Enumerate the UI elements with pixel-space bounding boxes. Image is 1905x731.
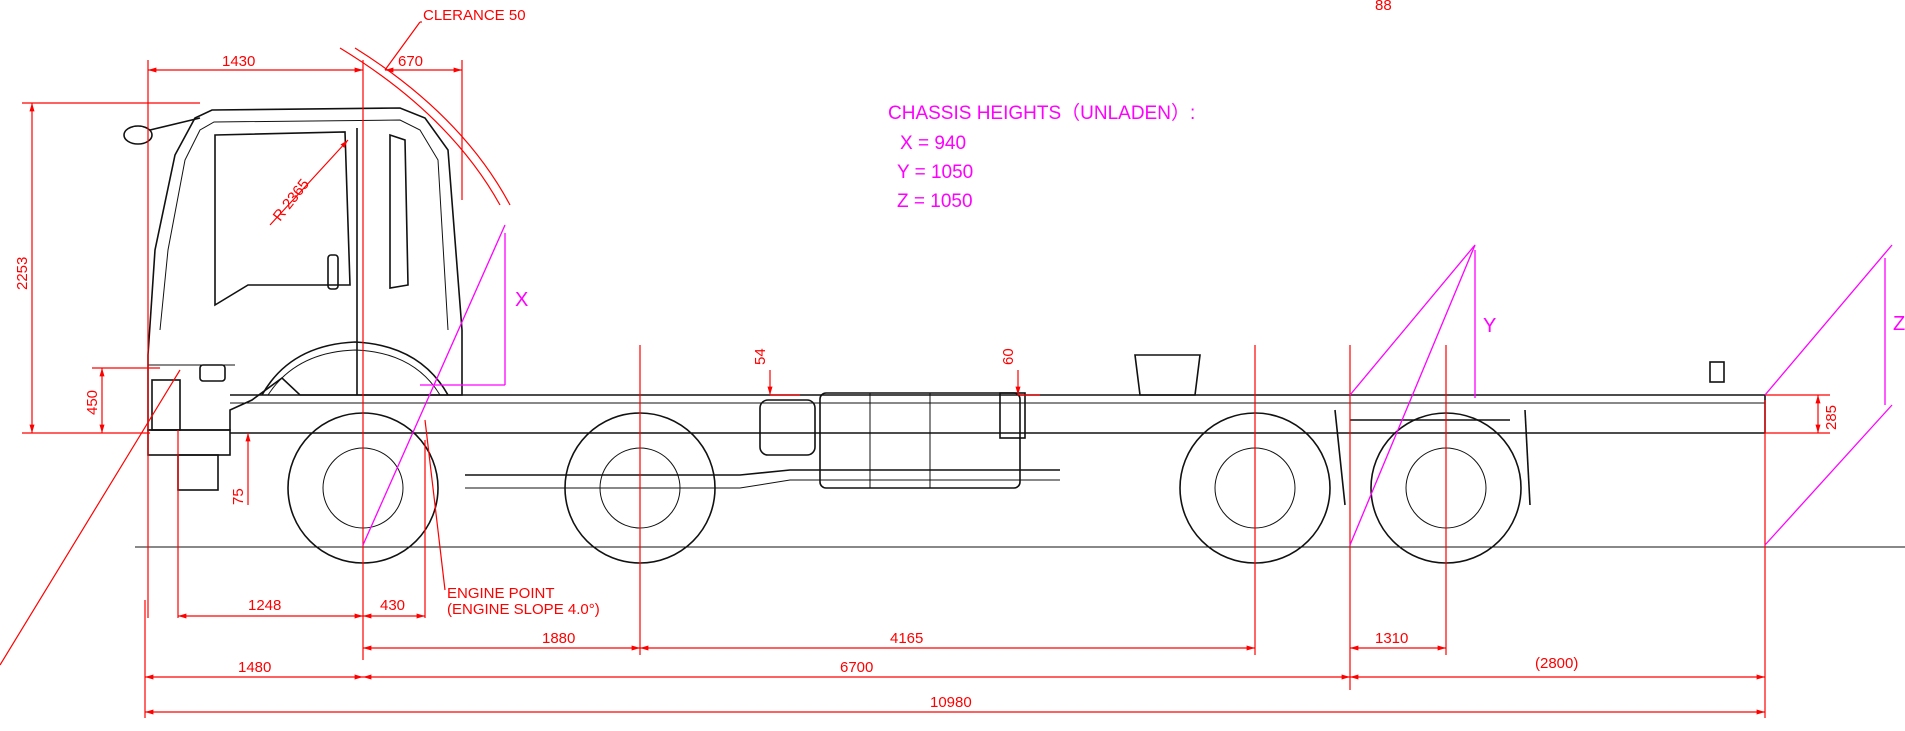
dim-front-overhang-frame: 1248 [248, 597, 281, 614]
height-marker-x-lines [362, 224, 506, 546]
chassis-height-x: X = 940 [900, 133, 966, 154]
dim-rear-frame-height: 285 [1823, 405, 1840, 430]
dim-first-axle-spacing: 1880 [542, 630, 575, 647]
dim-overall-length: 10980 [930, 694, 972, 711]
height-marker-y: Y [1483, 315, 1496, 337]
dim-front-frame-height: 450 [84, 390, 101, 415]
radius-label: R 2365 [270, 176, 313, 225]
dim-frame-step-2: 60 [1000, 348, 1017, 365]
chassis-frame [230, 354, 1766, 506]
chassis-height-z: Z = 1050 [897, 191, 973, 212]
dim-cab-clearance: 670 [398, 53, 423, 70]
dim-frame-step-1: 54 [752, 348, 769, 365]
height-marker-y-lines [1349, 244, 1476, 546]
dim-front-overhang: 1480 [238, 659, 271, 676]
dim-overall-height: 2253 [14, 257, 31, 290]
engine-point-line2: (ENGINE SLOPE 4.0°) [447, 601, 600, 618]
chassis-height-y: Y = 1050 [897, 162, 973, 183]
dim-wheelbase: 6700 [840, 659, 873, 676]
dim-tandem-spacing: 1310 [1375, 630, 1408, 647]
cab-outline [123, 107, 463, 491]
height-marker-z: Z [1893, 313, 1905, 335]
clearance-label: CLERANCE 50 [423, 7, 526, 24]
engine-point-line1: ENGINE POINT [447, 585, 555, 602]
dim-second-axle-spacing: 4165 [890, 630, 923, 647]
dim-bumper-drop: 75 [230, 488, 247, 505]
chassis-heights-title: CHASSIS HEIGHTS（UNLADEN）: [888, 102, 1195, 124]
top-note: 88 [1375, 0, 1392, 14]
dim-cab-front: 1430 [222, 53, 255, 70]
height-marker-z-lines [1764, 244, 1893, 546]
height-marker-x: X [515, 289, 528, 311]
dim-engine-offset: 430 [380, 597, 405, 614]
dim-rear-overhang: (2800) [1535, 655, 1578, 672]
